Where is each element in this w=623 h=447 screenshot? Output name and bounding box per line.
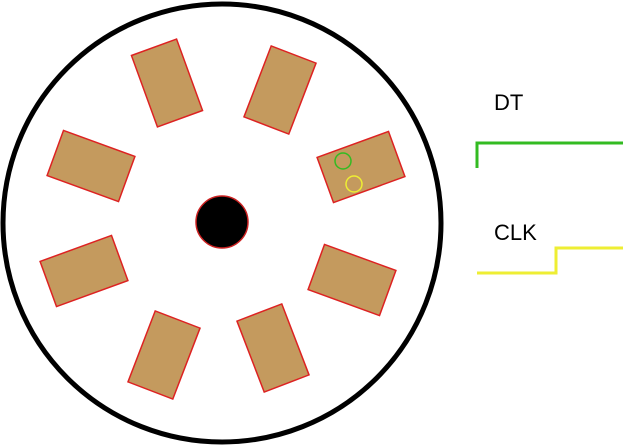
encoder-slots bbox=[39, 38, 406, 401]
dt-label: DT bbox=[494, 90, 524, 115]
encoder-slot bbox=[236, 302, 310, 394]
encoder-slot bbox=[316, 130, 406, 204]
clk-signal-waveform bbox=[477, 246, 623, 275]
encoder-hub bbox=[195, 195, 249, 249]
encoder-slot bbox=[46, 129, 136, 203]
clk-sensor-marker bbox=[345, 175, 363, 193]
encoder-slot bbox=[39, 234, 129, 308]
dt-sensor-marker bbox=[334, 152, 352, 170]
dt-signal-waveform bbox=[475, 141, 623, 168]
encoder-slot bbox=[127, 309, 201, 401]
clk-label: CLK bbox=[494, 220, 537, 245]
encoder-slot bbox=[243, 44, 317, 136]
encoder-slot bbox=[130, 38, 204, 128]
encoder-slot bbox=[307, 243, 397, 317]
